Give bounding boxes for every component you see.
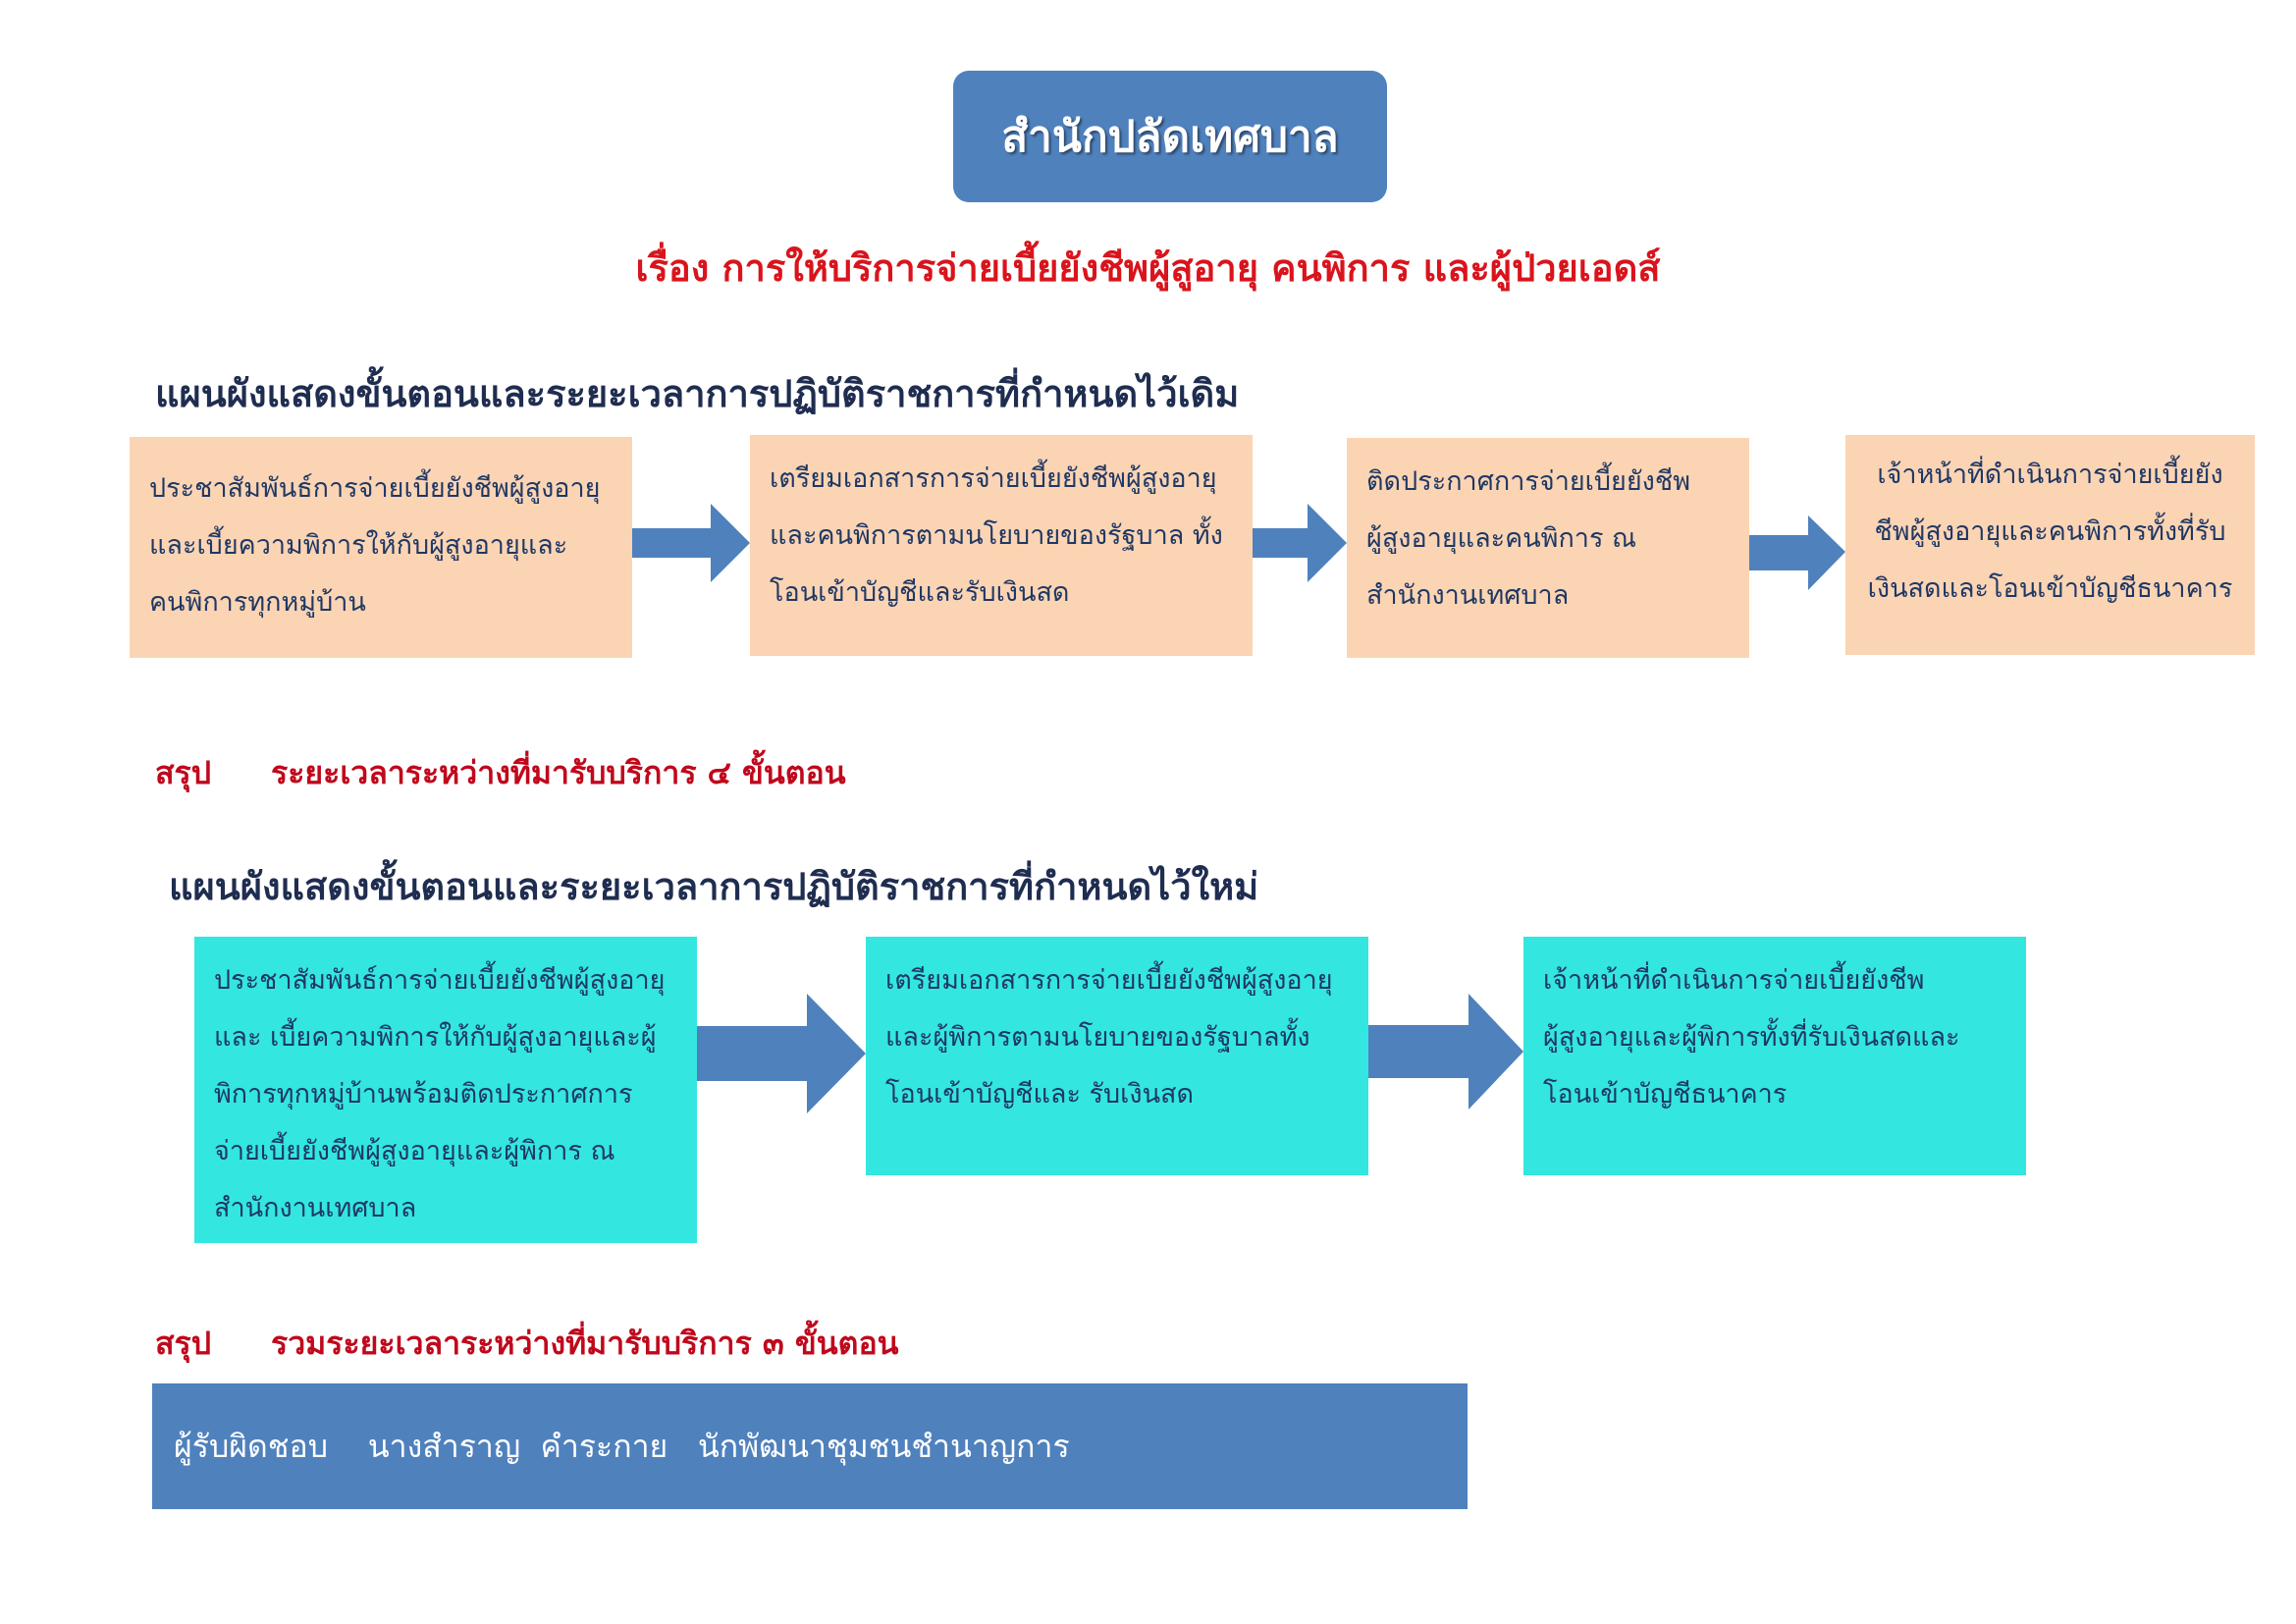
old-step-1: ประชาสัมพันธ์การจ่ายเบี้ยยังชีพผู้สูงอาย… (130, 437, 632, 658)
old-step-2-line-1: เตรียมเอกสารการจ่ายเบี้ยยังชีพผู้สูงอายุ (770, 463, 1217, 494)
responsible-text: ผู้รับผิดชอบ นางสำราญ คำระกาย นักพัฒนาชุ… (174, 1427, 1070, 1465)
new-summary-text: รวมระยะเวลาระหว่างที่มารับบริการ ๓ ขั้นต… (271, 1325, 899, 1362)
old-step-3-line-2: ผู้สูงอายุและคนพิการ ณ (1366, 523, 1637, 554)
new-arrow-2 (1368, 994, 1523, 1110)
new-step-2-line-2: และผู้พิการตามนโยบายของรัฐบาลทั้ง (885, 1022, 1310, 1053)
new-step-3-line-1: เจ้าหน้าที่ดำเนินการจ่ายเบี้ยยังชีพ (1543, 965, 1925, 996)
old-step-2-line-3: โอนเข้าบัญชีและรับเงินสด (770, 577, 1070, 608)
old-summary-label: สรุป (155, 754, 212, 791)
subject-line: เรื่อง การให้บริการจ่ายเบี้ยยังชีพผู้สูอ… (635, 246, 1661, 290)
new-step-3-line-2: ผู้สูงอายุและผู้พิการทั้งที่รับเงินสดและ (1543, 1022, 1960, 1053)
new-arrow-1 (697, 994, 866, 1113)
section-old-title: แผนผังแสดงขั้นตอนและระยะเวลาการปฏิบัติรา… (155, 372, 1240, 415)
old-step-4-line-2: ชีพผู้สูงอายุและคนพิการทั้งที่รับ (1874, 516, 2226, 547)
new-step-2: เตรียมเอกสารการจ่ายเบี้ยยังชีพผู้สูงอายุ… (866, 937, 1368, 1175)
header-title: สำนักปลัดเทศบาล (1001, 112, 1339, 162)
old-step-1-line-1: ประชาสัมพันธ์การจ่ายเบี้ยยังชีพผู้สูงอาย… (149, 473, 601, 504)
old-step-2: เตรียมเอกสารการจ่ายเบี้ยยังชีพผู้สูงอายุ… (750, 435, 1253, 656)
new-step-1-line-2: และ เบี้ยความพิการให้กับผู้สูงอายุและผู้ (214, 1022, 657, 1053)
new-step-1: ประชาสัมพันธ์การจ่ายเบี้ยยังชีพผู้สูงอาย… (194, 937, 697, 1243)
old-arrow-2 (1253, 504, 1347, 582)
new-step-3: เจ้าหน้าที่ดำเนินการจ่ายเบี้ยยังชีพ ผู้ส… (1523, 937, 2026, 1175)
old-summary-text: ระยะเวลาระหว่างที่มารับบริการ ๔ ขั้นตอน (271, 754, 846, 791)
old-step-3-line-1: ติดประกาศการจ่ายเบี้ยยังชีพ (1366, 466, 1690, 497)
old-step-1-line-2: และเบี้ยความพิการให้กับผู้สูงอายุและ (149, 530, 568, 561)
old-step-2-line-2: และคนพิการตามนโยบายของรัฐบาล ทั้ง (770, 520, 1223, 551)
new-step-1-line-5: สำนักงานเทศบาล (214, 1193, 417, 1223)
new-summary: สรุป รวมระยะเวลาระหว่างที่มารับบริการ ๓ ข… (155, 1319, 899, 1369)
old-step-3-line-3: สำนักงานเทศบาล (1366, 580, 1570, 611)
new-step-2-line-3: โอนเข้าบัญชีและ รับเงินสด (885, 1079, 1195, 1110)
old-step-4-line-1: เจ้าหน้าที่ดำเนินการจ่ายเบี้ยยัง (1877, 460, 2223, 490)
old-arrow-3 (1749, 515, 1845, 590)
new-step-2-line-1: เตรียมเอกสารการจ่ายเบี้ยยังชีพผู้สูงอายุ (885, 965, 1333, 996)
responsible-footer: ผู้รับผิดชอบ นางสำราญ คำระกาย นักพัฒนาชุ… (152, 1383, 1468, 1509)
new-step-1-line-4: จ่ายเบี้ยยังชีพผู้สูงอายุและผู้พิการ ณ (214, 1136, 615, 1166)
old-arrow-1 (632, 504, 750, 582)
old-step-3: ติดประกาศการจ่ายเบี้ยยังชีพ ผู้สูงอายุแล… (1347, 438, 1749, 658)
old-step-1-line-3: คนพิการทุกหมู่บ้าน (149, 587, 366, 618)
new-summary-label: สรุป (155, 1325, 212, 1362)
new-step-3-line-3: โอนเข้าบัญชีธนาคาร (1543, 1079, 1788, 1110)
old-summary: สรุป ระยะเวลาระหว่างที่มารับบริการ ๔ ขั้น… (155, 748, 846, 798)
section-new-title: แผนผังแสดงขั้นตอนและระยะเวลาการปฏิบัติรา… (169, 865, 1259, 908)
old-step-4-line-3: เงินสดและโอนเข้าบัญชีธนาคาร (1867, 573, 2233, 604)
header-badge: สำนักปลัดเทศบาล (953, 71, 1387, 202)
old-step-4: เจ้าหน้าที่ดำเนินการจ่ายเบี้ยยัง ชีพผู้ส… (1845, 435, 2255, 655)
new-step-1-line-3: พิการทุกหมู่บ้านพร้อมติดประกาศการ (214, 1079, 633, 1110)
new-step-1-line-1: ประชาสัมพันธ์การจ่ายเบี้ยยังชีพผู้สูงอาย… (214, 965, 666, 996)
